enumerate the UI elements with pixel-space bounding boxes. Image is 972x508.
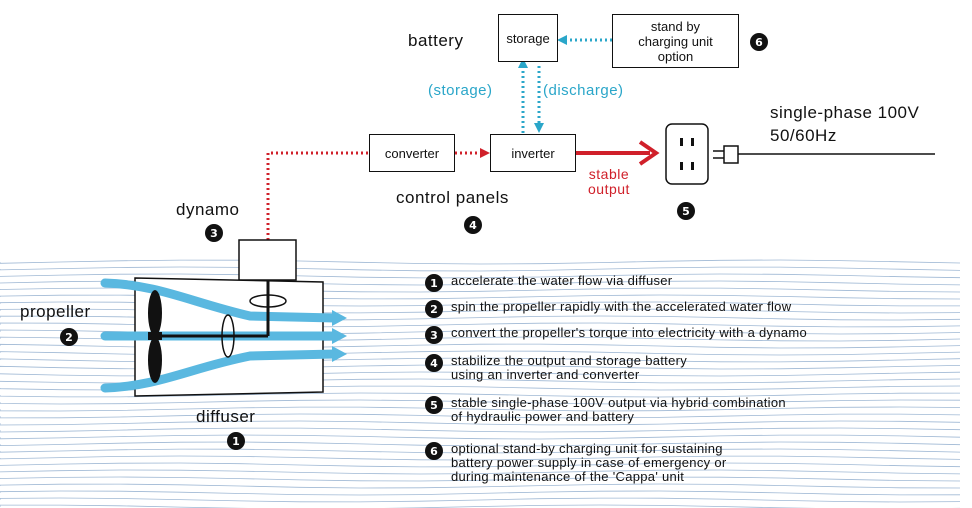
- badge-2: 2: [60, 328, 78, 346]
- standby-box-label: stand by charging unit option: [638, 18, 713, 64]
- step-text: stable single-phase 100V output via hybr…: [451, 395, 786, 424]
- wave-line: [0, 441, 961, 447]
- storage-arrowhead: [518, 58, 528, 68]
- converter-arrowhead: [480, 148, 490, 158]
- step-text: accelerate the water flow via diffuser: [451, 273, 673, 288]
- water-flow-lower: [100, 349, 340, 393]
- discharge-arrowhead: [534, 123, 544, 133]
- propeller-icon: [148, 290, 162, 336]
- battery-label: battery: [408, 31, 464, 50]
- wave-line: [0, 406, 961, 412]
- frequency-label: 50/60Hz: [770, 126, 837, 145]
- standby-box: stand by charging unit option: [612, 14, 739, 68]
- storage-box-label: storage: [506, 30, 550, 46]
- water-flow-upper: [100, 278, 340, 323]
- wave-line: [0, 490, 961, 496]
- wave-line: [0, 413, 961, 419]
- wave-line: [0, 287, 961, 293]
- stable-output-label: stable output: [588, 166, 630, 197]
- badge-4: 4: [464, 216, 482, 234]
- wave-line: [0, 357, 961, 363]
- converter-box-label: converter: [384, 145, 440, 161]
- wave-line: [0, 462, 961, 468]
- storage-box: storage: [498, 14, 558, 62]
- wave-line: [0, 420, 961, 426]
- wave-line: [0, 259, 961, 265]
- wave-line: [0, 322, 961, 328]
- wave-line: [0, 266, 961, 272]
- discharge-arrow-label: (discharge): [543, 82, 624, 99]
- wave-line: [0, 378, 961, 384]
- list-item: 4 stabilize the output and storage batte…: [425, 354, 965, 396]
- badge-6: 6: [750, 33, 768, 51]
- step-badge: 6: [425, 442, 443, 460]
- wave-line: [0, 434, 961, 440]
- wave-line: [0, 301, 960, 307]
- wave-line: [0, 497, 961, 503]
- plug-icon: [723, 145, 739, 164]
- step-badge: 2: [425, 300, 443, 318]
- step-badge: 1: [425, 274, 443, 292]
- step-text: stabilize the output and storage battery…: [451, 353, 688, 382]
- step-text: spin the propeller rapidly with the acce…: [451, 299, 792, 314]
- dynamo-box: [238, 239, 297, 281]
- diffuser-label: diffuser: [196, 407, 256, 426]
- wave-line: [0, 399, 961, 405]
- outlet-icon: [665, 123, 709, 185]
- wave-line: [0, 427, 961, 433]
- inverter-box-label: inverter: [511, 145, 555, 161]
- step-text: convert the propeller's torque into elec…: [451, 325, 808, 340]
- wave-line: [0, 476, 961, 482]
- wave-line: [0, 315, 961, 321]
- wave-line: [0, 455, 961, 461]
- steps-list: 1 accelerate the water flow via diffuser…: [425, 274, 965, 488]
- wave-line: [0, 308, 961, 314]
- wave-line: [0, 448, 961, 454]
- storage-arrow-label: (storage): [428, 82, 493, 99]
- step-text: optional stand-by charging unit for sust…: [451, 441, 727, 484]
- standby-arrowhead: [557, 35, 567, 45]
- propeller-label: propeller: [20, 302, 91, 321]
- wave-line: [0, 371, 961, 377]
- wave-line: [0, 294, 961, 300]
- wave-line: [0, 483, 961, 489]
- wave-line: [0, 343, 961, 349]
- list-item: 5 stable single-phase 100V output via hy…: [425, 396, 965, 442]
- wave-line: [0, 392, 961, 398]
- badge-1: 1: [227, 432, 245, 450]
- list-item: 1 accelerate the water flow via diffuser: [425, 274, 965, 300]
- wave-line: [0, 273, 961, 279]
- step-badge: 5: [425, 396, 443, 414]
- list-item: 6 optional stand-by charging unit for su…: [425, 442, 965, 488]
- step-badge: 4: [425, 354, 443, 372]
- stable-output-arrowhead: [638, 140, 660, 166]
- badge-5: 5: [677, 202, 695, 220]
- wave-line: [0, 350, 961, 356]
- inverter-box: inverter: [490, 134, 576, 172]
- dynamo-to-converter-line: [266, 151, 368, 240]
- dynamo-label: dynamo: [176, 200, 240, 219]
- step-badge: 3: [425, 326, 443, 344]
- control-panels-label: control panels: [396, 188, 509, 207]
- wave-line: [0, 469, 961, 475]
- wave-line: [0, 364, 961, 370]
- list-item: 2 spin the propeller rapidly with the ac…: [425, 300, 965, 326]
- supply-label: single-phase 100V: [770, 103, 920, 122]
- badge-3: 3: [205, 224, 223, 242]
- list-item: 3 convert the propeller's torque into el…: [425, 326, 965, 354]
- converter-box: converter: [369, 134, 455, 172]
